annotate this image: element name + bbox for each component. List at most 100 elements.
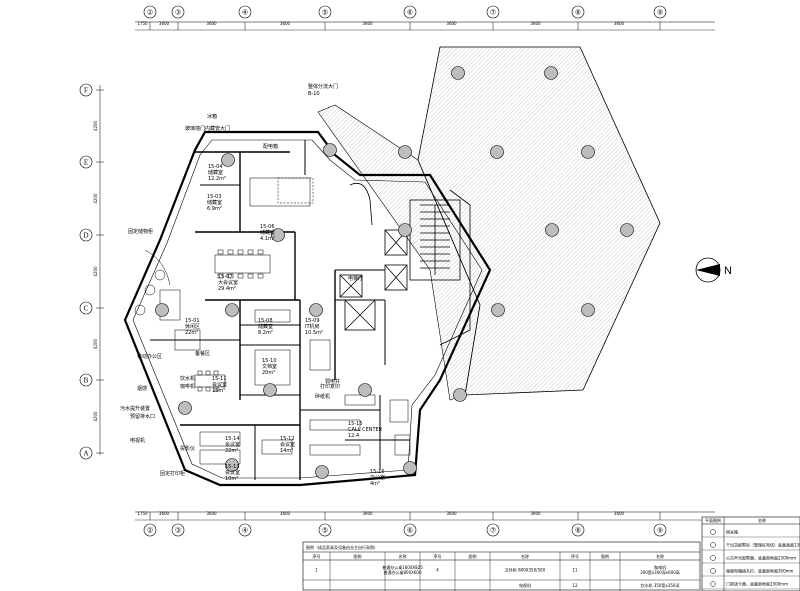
furniture (134, 177, 411, 465)
top-dim-value: 3600 (614, 21, 625, 26)
column-marker (453, 388, 467, 402)
column-marker (155, 303, 169, 317)
left-dim-value: 4200 (93, 193, 98, 204)
column-marker (491, 303, 505, 317)
left-axis-bubble (79, 228, 93, 242)
room-name: 储藏室 (258, 323, 273, 330)
room-name: 储藏室 (208, 169, 223, 176)
symbol-legend-icon (710, 581, 716, 587)
room-name: 储藏室 (260, 229, 275, 236)
legend-cell: 电视机 (519, 582, 531, 588)
column-marker (309, 303, 323, 317)
top-dim-value: 3600 (362, 21, 373, 26)
top-axis-bubble (318, 5, 332, 19)
bottom-dim-value: 3600 (362, 511, 373, 516)
annotation-label: 整体分流大门 (308, 83, 338, 90)
top-axis-label: ⑧ (575, 9, 581, 17)
symbol-legend-item: 门禁读卡器，底盒距地面1300mm (726, 581, 788, 587)
north-label: N (724, 265, 732, 277)
top-dim-value: 3600 (446, 21, 457, 26)
legend-cell: 文件柜 800X350/500 (505, 567, 546, 573)
column-marker (315, 465, 329, 479)
top-axis-bubble (571, 5, 585, 19)
top-axis-bubble (171, 5, 185, 19)
left-axis-label: D (83, 232, 88, 240)
top-axis-label: ③ (175, 9, 181, 17)
bottom-dim-value: 3600 (614, 511, 625, 516)
top-axis-label: ⑥ (407, 9, 413, 17)
annotation-label: 冰箱 (207, 113, 217, 120)
top-dim-value: 1750 (137, 21, 148, 26)
room-area: 8.2m² (258, 330, 273, 336)
bottom-axis-bubble (143, 523, 157, 537)
left-axis-label: E (84, 159, 88, 167)
left-axis-bubble (79, 83, 93, 97)
symbol-legend-item: 强弱电箱插孔栏，底盒距地面300mm (726, 568, 794, 574)
bottom-axis-label: ⑦ (490, 527, 496, 535)
bottom-axis-label: ⑧ (575, 527, 581, 535)
legend-header: 序号 (571, 553, 579, 559)
terrace-hexagon (317, 46, 661, 401)
top-axis-label: ⑦ (490, 9, 496, 17)
stairs (420, 204, 450, 275)
annotation-label: 配电箱 (263, 143, 278, 150)
room-number: 15-07 (218, 274, 233, 280)
column-marker (358, 383, 372, 397)
room-area: 22m² (185, 330, 198, 336)
bottom-axis-label: ⑤ (322, 527, 328, 535)
room-name: 储藏室 (207, 199, 222, 206)
top-axis-bubble (403, 5, 417, 19)
column-marker (178, 401, 192, 415)
top-axis-bubble (238, 5, 252, 19)
annotation-label: 固定打印柜 (160, 470, 185, 477)
top-dim-value: 3600 (206, 21, 217, 26)
structural-columns (155, 66, 634, 479)
room-name: 大会议室 (218, 279, 238, 286)
room-name: CALL CENTER (348, 427, 383, 433)
bottom-axis-bubble (171, 523, 185, 537)
bottom-dim-value: 3600 (446, 511, 457, 516)
column-marker (323, 143, 337, 157)
annotation-label: B-10 (308, 91, 320, 97)
room-area: 10.5m² (305, 330, 323, 336)
annotation-label: 预留排水口 (130, 413, 155, 420)
room-area: 29.4m² (218, 286, 236, 292)
room-area: 20m² (262, 370, 275, 376)
room-number: 15-08 (258, 318, 273, 324)
legend-title: 图例（成品家具及设备由业主自行采购） (306, 544, 378, 550)
room-number: 15-14 (225, 436, 240, 442)
symbol-legend-icon (710, 542, 716, 548)
room-number: 15-03 (207, 194, 222, 200)
legend-cell: 300宽x300深x600高 (640, 569, 680, 575)
room-area: 14m² (280, 448, 293, 454)
room-area: 15m² (212, 388, 225, 394)
bottom-dim-value: 3600 (530, 511, 541, 516)
bottom-axis-label: ⑥ (407, 527, 413, 535)
annotations: 冰箱玻璃墙门内藏管大门配电箱整体分流大门B-10电梯厅弱电井固定储物柜饮水机咖啡… (120, 83, 363, 477)
room-area: 4.1m² (260, 236, 275, 242)
room-number: 15-06 (260, 224, 275, 230)
annotation-label: 打印复印 (320, 383, 340, 390)
room-name: IT机房 (305, 323, 320, 330)
legend-header: 图例 (354, 553, 362, 559)
left-axis-bubble (79, 373, 93, 387)
top-dim-value: 3600 (159, 21, 170, 26)
legend-header: 序号 (313, 553, 321, 559)
annotation-label: 固定储物柜 (128, 228, 153, 235)
symbol-legend-icon (710, 555, 716, 561)
bottom-axis-bubble (238, 523, 252, 537)
symbol-legend-item: 网关箱 (726, 529, 738, 535)
room-number: 15-16 (370, 469, 385, 475)
annotation-label: 电梯厅 (348, 275, 363, 282)
building-core (339, 182, 471, 346)
symbol-legend-header: 名称 (758, 517, 766, 523)
left-dim-value: 4200 (93, 266, 98, 277)
room-number: 15-15 (348, 421, 363, 427)
legend-cell: 普通办公桌1600X825 (382, 564, 423, 570)
legend-cell: 11 (572, 568, 578, 573)
